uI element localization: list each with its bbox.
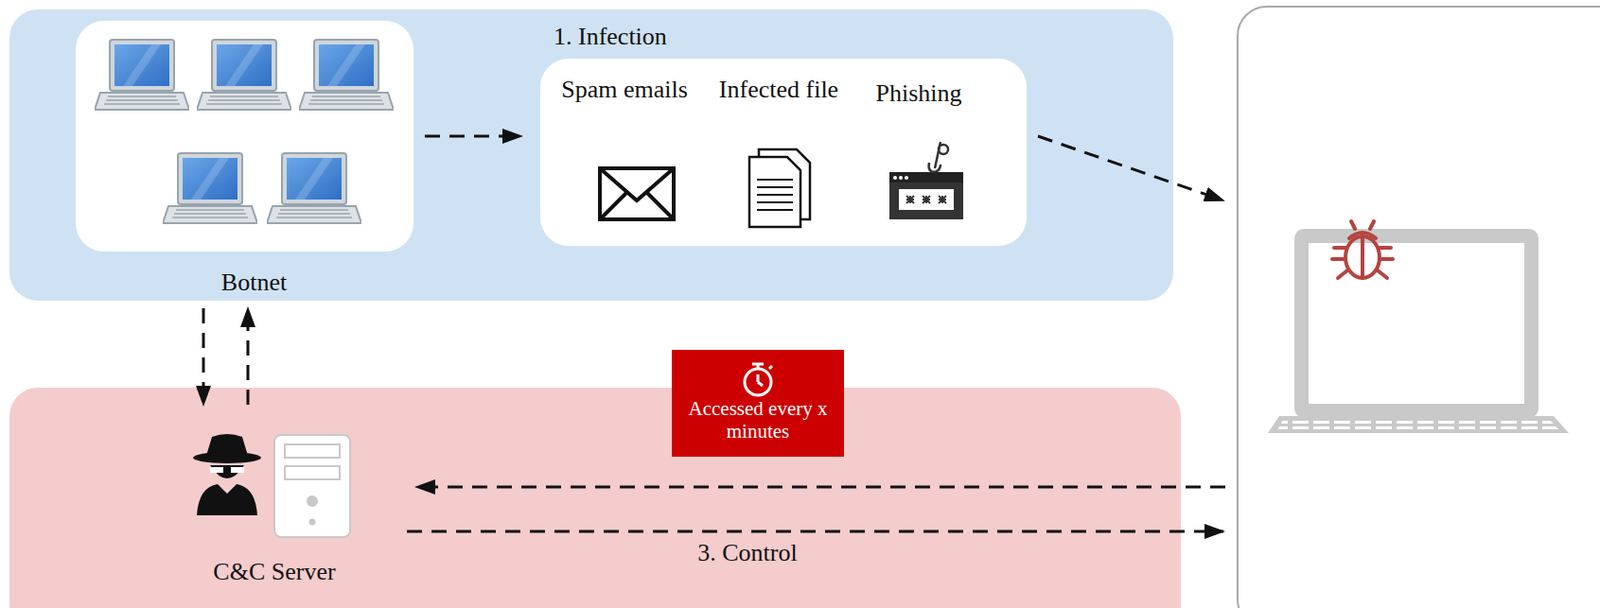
node-label: Botnet (85, 268, 423, 298)
infection-vector-box: Spam emails Infected filePhishing (540, 58, 1027, 247)
node-label: 1. Infection (553, 22, 762, 52)
node-label: Accessed every x minutes (679, 397, 837, 443)
node-label: 3. Control (652, 539, 843, 568)
document-icon (749, 149, 810, 228)
victim-laptop (1267, 228, 1569, 434)
dashed-arrow (424, 135, 522, 139)
node-label: Spam emails (558, 75, 691, 105)
bug-icon (1332, 221, 1393, 279)
control-band: 3. ControlC&C Server Accessed every x min… (9, 387, 1181, 608)
hacker-icon (193, 434, 262, 516)
botnet-laptops (94, 39, 394, 224)
dashed-arrow (202, 308, 206, 405)
phishing-icon (889, 141, 964, 220)
infection-band: 1. InfectionBotnetSpam emailsInfected fi… (9, 9, 1174, 301)
dashed-arrow (406, 530, 1224, 534)
dashed-arrow (416, 486, 1226, 490)
node-label: C&C Server (160, 558, 388, 587)
botnet-box: Botnet (75, 20, 414, 303)
dashed-arrow (246, 308, 250, 405)
botnet-panel (75, 20, 414, 252)
envelope-icon (599, 168, 674, 220)
server-icon (274, 435, 351, 538)
dashed-arrow (1037, 136, 1224, 201)
node-label: Phishing (847, 79, 990, 108)
timer-badge: Accessed every x minutes (671, 350, 844, 458)
victim-computer-box (1236, 5, 1600, 608)
node-label: Infected file (712, 75, 845, 105)
stopwatch-icon (744, 364, 773, 396)
cnc-server-node: C&C Server (151, 425, 417, 597)
